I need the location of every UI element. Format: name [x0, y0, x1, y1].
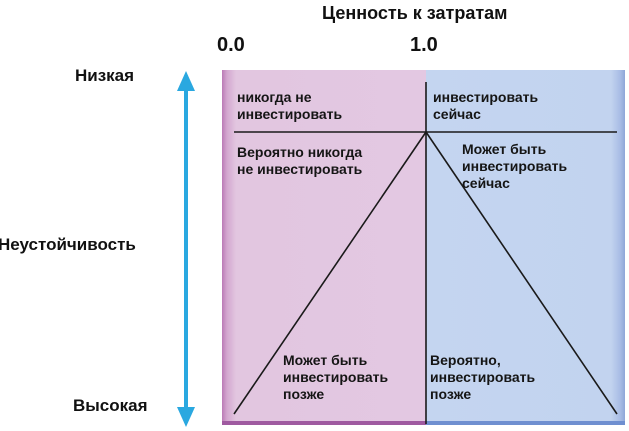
left-panel — [222, 70, 426, 424]
cell-probably-never: Вероятно никогда не инвестировать — [237, 144, 363, 177]
diagram-title: Ценность к затратам — [322, 3, 508, 23]
y-label-instability: Неустойчивость — [0, 235, 136, 254]
cell-maybe-later: Может быть инвестировать позже — [283, 352, 389, 402]
right-panel — [426, 70, 625, 424]
double-arrow-icon — [177, 71, 195, 427]
cell-never-invest: никогда не инвестировать — [237, 89, 343, 122]
cell-invest-now: инвестировать сейчас — [433, 89, 539, 122]
x-tick-0: 0.0 — [217, 34, 245, 56]
y-label-high: Высокая — [73, 396, 148, 415]
y-label-low: Низкая — [75, 66, 135, 85]
cell-maybe-now: Может быть инвестировать сейчас — [462, 141, 568, 191]
right-panel-edge — [426, 421, 625, 425]
x-tick-1: 1.0 — [410, 34, 438, 56]
cell-probably-later: Вероятно, инвестировать позже — [430, 352, 536, 402]
left-panel-edge — [222, 421, 426, 425]
right-diagonal — [425, 131, 618, 415]
left-diagonal — [233, 131, 427, 415]
